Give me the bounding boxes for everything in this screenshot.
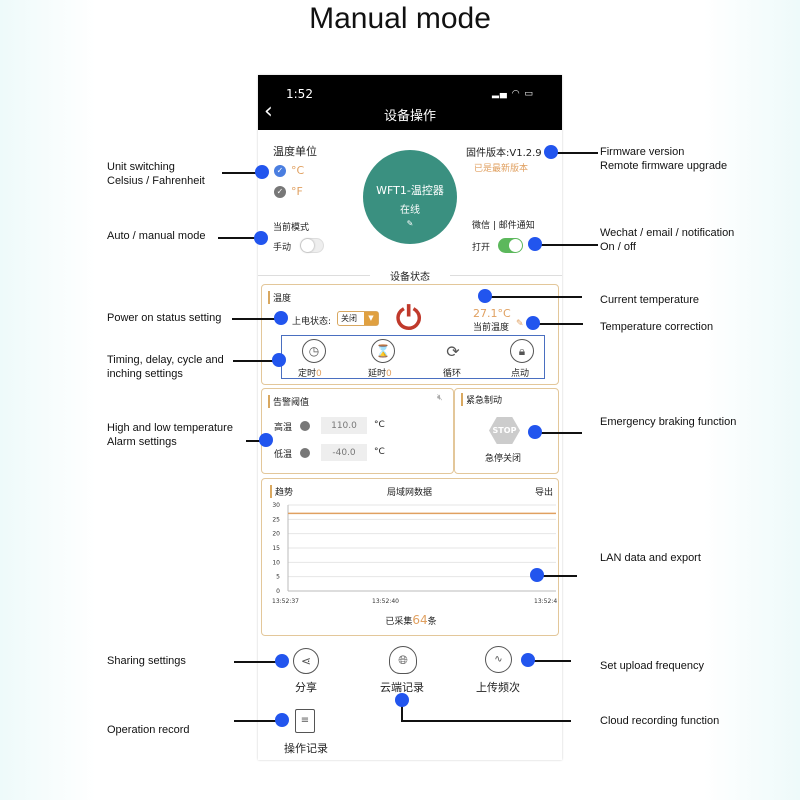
current-temperature: 27.1°C xyxy=(473,307,511,320)
unit-label: 温度单位 xyxy=(273,145,317,158)
page-title: Manual mode xyxy=(309,2,491,35)
annotation-current-temp: Current temperature xyxy=(600,294,700,306)
stop-button[interactable]: STOP xyxy=(489,417,520,444)
device-name: WFT1-温控器 xyxy=(376,184,444,197)
cycle-button[interactable]: 循环 xyxy=(443,369,462,379)
alarm-panel: 告警阈值 🔇︎ 高温 110.0 °C 低温 -40.0 °C xyxy=(261,388,454,474)
cloud-record-button[interactable]: 云端记录 xyxy=(380,681,424,694)
inching-button[interactable]: 点动 xyxy=(511,369,530,379)
nav-header: 1:52 ▂▄ ◠ ▭ ‹ 设备操作 xyxy=(258,75,562,130)
waveform-icon[interactable]: ∿ xyxy=(485,646,512,673)
mode-toggle[interactable] xyxy=(300,238,324,253)
lock-icon[interactable]: 🔒︎ xyxy=(510,339,534,363)
celsius-label: °C xyxy=(291,164,305,177)
y-tick-label: 30 xyxy=(272,502,280,509)
emergency-panel: 紧急制动 STOP 急停关闭 xyxy=(454,388,559,474)
nav-title: 设备操作 xyxy=(383,109,436,124)
mode-value: 手动 xyxy=(273,243,292,253)
timer-button[interactable]: 定时0 xyxy=(298,369,322,379)
x-tick-label: 13:52:4 xyxy=(534,598,557,605)
emergency-label: 急停关闭 xyxy=(485,454,522,464)
edit-icon[interactable]: ✎ xyxy=(406,219,414,228)
phone-screen: 1:52 ▂▄ ◠ ▭ ‹ 设备操作 温度单位 ✓ °C ✓ °F 当前模式 手… xyxy=(258,75,562,760)
temp-correction-icon[interactable]: ✎ xyxy=(516,319,524,329)
document-icon[interactable]: ≡ xyxy=(295,709,315,733)
timer-group: ◷ 定时0 ⌛ 延时0 ⟳ 循环 🔒︎ 点动 xyxy=(281,335,545,379)
fahrenheit-label: °F xyxy=(291,185,303,198)
collected-count: 已采集64条 xyxy=(385,613,437,627)
notify-value: 打开 xyxy=(472,243,491,253)
celsius-radio[interactable]: ✓ xyxy=(274,165,286,177)
power-select[interactable]: 关闭▼ xyxy=(337,311,379,326)
power-label: 上电状态: xyxy=(292,317,332,327)
share-button[interactable]: 分享 xyxy=(295,681,317,694)
temp-title: 温度 xyxy=(268,291,291,304)
annotation-correction: Temperature correction xyxy=(600,321,714,333)
share-icon[interactable]: ⋖ xyxy=(293,648,319,674)
notify-toggle[interactable] xyxy=(498,238,523,253)
trend-chart: 0 5 10 15 20 25 30 13:52:37 13:52:40 13:52:4 xyxy=(272,502,557,605)
firmware-status[interactable]: 已是最新版本 xyxy=(474,164,529,174)
signal-wifi-battery-icon: ▂▄ ◠ ▭ xyxy=(492,89,534,99)
y-tick-label: 0 xyxy=(276,588,280,595)
high-temp-label: 高温 xyxy=(274,423,293,433)
trend-panel: 趋势 局域网数据 导出 0 5 10 15 20 25 30 13:52:37 13:52:40… xyxy=(261,478,559,636)
high-unit: °C xyxy=(374,420,385,430)
current-temp-label: 当前温度 xyxy=(473,323,510,333)
upload-frequency-button[interactable]: 上传频次 xyxy=(476,681,520,694)
power-icon[interactable]: ⏻ xyxy=(396,299,422,337)
y-tick-label: 20 xyxy=(272,531,280,538)
device-status: 在线 xyxy=(400,205,420,216)
high-temp-input[interactable]: 110.0 xyxy=(321,417,367,434)
notify-label: 微信 | 邮件通知 xyxy=(472,221,535,231)
export-button[interactable]: 导出 xyxy=(535,488,554,498)
hourglass-icon[interactable]: ⌛ xyxy=(371,339,395,363)
mode-label: 当前模式 xyxy=(273,223,310,233)
alarm-clock-icon[interactable]: ◷ xyxy=(302,339,326,363)
low-unit: °C xyxy=(374,447,385,457)
trend-title: 趋势 xyxy=(270,485,293,498)
annotation-lan: LAN data and export xyxy=(600,552,701,564)
firmware-version: 固件版本:V1.2.9 xyxy=(466,148,542,159)
back-button[interactable]: ‹ xyxy=(264,99,273,124)
y-tick-label: 15 xyxy=(272,545,280,552)
low-temp-label: 低温 xyxy=(274,450,293,460)
cloud-globe-icon[interactable]: 🌐︎ xyxy=(389,646,417,674)
mute-icon[interactable]: 🔇︎ xyxy=(437,393,443,403)
status-time: 1:52 xyxy=(286,87,313,101)
annotation-cloud: Cloud recording function xyxy=(600,715,720,727)
emergency-title: 紧急制动 xyxy=(461,393,502,406)
low-temp-input[interactable]: -40.0 xyxy=(321,444,367,461)
lan-data-label: 局域网数据 xyxy=(387,488,433,498)
delay-button[interactable]: 延时0 xyxy=(368,369,392,379)
y-tick-label: 5 xyxy=(276,574,280,581)
annotation-mode: Auto / manual mode xyxy=(107,230,206,242)
annotation-power: Power on status setting xyxy=(107,312,222,324)
x-tick-label: 13:52:40 xyxy=(372,598,399,605)
device-status-circle[interactable]: WFT1-温控器 在线 ✎ xyxy=(363,150,457,244)
annotation-emergency: Emergency braking function xyxy=(600,416,737,428)
alarm-title: 告警阈值 xyxy=(268,395,309,408)
y-tick-label: 25 xyxy=(272,516,280,523)
cycle-icon[interactable]: ⟳ xyxy=(446,341,460,361)
annotation-log: Operation record xyxy=(107,724,190,736)
section-title: 设备状态 xyxy=(370,272,450,283)
annotation-upload: Set upload frequency xyxy=(600,660,704,672)
x-tick-label: 13:52:37 xyxy=(272,598,299,605)
fahrenheit-radio[interactable]: ✓ xyxy=(274,186,286,198)
annotation-share: Sharing settings xyxy=(107,655,186,667)
y-tick-label: 10 xyxy=(272,559,280,566)
temperature-panel: 温度 上电状态: 关闭▼ ⏻ 27.1°C 当前温度 ✎ ◷ 定时0 ⌛ 延时0… xyxy=(261,284,559,385)
operation-log-button[interactable]: 操作记录 xyxy=(284,742,328,755)
